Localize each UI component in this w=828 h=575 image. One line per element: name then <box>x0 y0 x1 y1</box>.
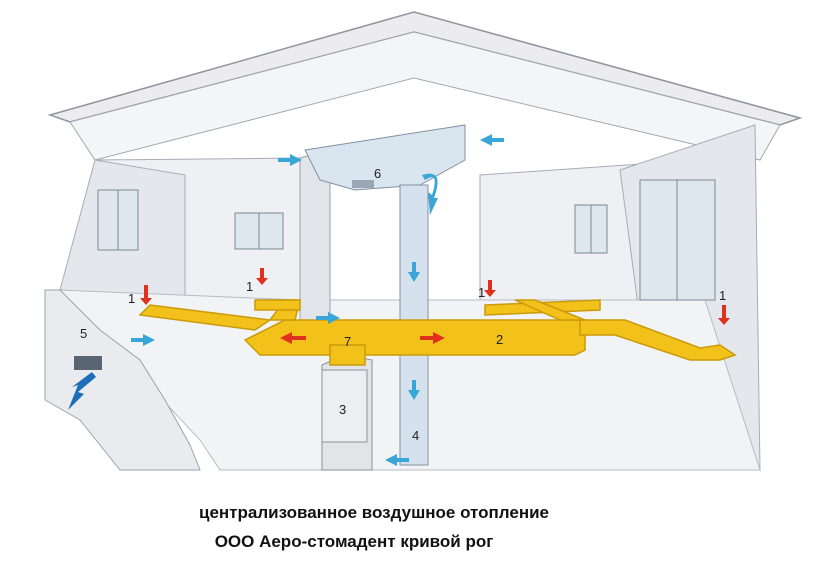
unit-grille <box>352 180 374 188</box>
cool-arrow-curve <box>422 173 438 215</box>
supply-duct-network <box>138 299 737 366</box>
heating-system-diagram: 1 1 1 1 2 3 4 5 6 7 <box>44 11 803 472</box>
cool-arrow-bottom <box>385 454 409 466</box>
label-1-midleft: 1 <box>246 279 253 294</box>
label-2: 2 <box>496 332 503 347</box>
warm-arrow-up-back-right <box>484 280 496 297</box>
label-6: 6 <box>374 166 381 181</box>
label-1-left: 1 <box>128 291 135 306</box>
door-right <box>639 179 716 301</box>
caption-company: ООО Аеро-стомадент кривой рог <box>214 532 494 551</box>
cutaway-wall-left <box>44 289 201 471</box>
warm-arrow-up-left <box>140 285 152 305</box>
window-back-right <box>574 204 608 254</box>
label-4: 4 <box>412 428 419 443</box>
window-left <box>97 189 139 251</box>
cool-arrow-riser-down-2 <box>408 380 420 400</box>
warm-arrow-up-right <box>718 305 730 325</box>
window-back-left <box>234 212 284 250</box>
warm-air-arrows <box>140 268 730 344</box>
fresh-air-intake-grille <box>74 356 102 370</box>
return-air-arrows <box>131 134 504 466</box>
label-1-right: 1 <box>719 288 726 303</box>
warm-arrow-left-duct <box>280 332 306 344</box>
cool-arrow-top-right <box>480 134 504 146</box>
cool-arrow-riser-down-1 <box>408 262 420 282</box>
fresh-air-intake-arrow <box>68 372 96 410</box>
cool-arrow-top-left <box>278 154 302 166</box>
warm-arrow-right-duct <box>420 332 445 344</box>
label-3: 3 <box>339 402 346 417</box>
label-7: 7 <box>344 334 351 349</box>
warm-arrow-up-back-left <box>256 268 268 285</box>
cool-arrow-mid-room <box>316 312 340 324</box>
caption-title: централизованное воздушное отопление <box>199 503 549 522</box>
label-1-midright: 1 <box>478 285 485 300</box>
label-5: 5 <box>80 326 87 341</box>
cool-arrow-left-room <box>131 334 155 346</box>
furnace-unit <box>321 354 373 471</box>
air-handling-unit <box>304 124 466 191</box>
